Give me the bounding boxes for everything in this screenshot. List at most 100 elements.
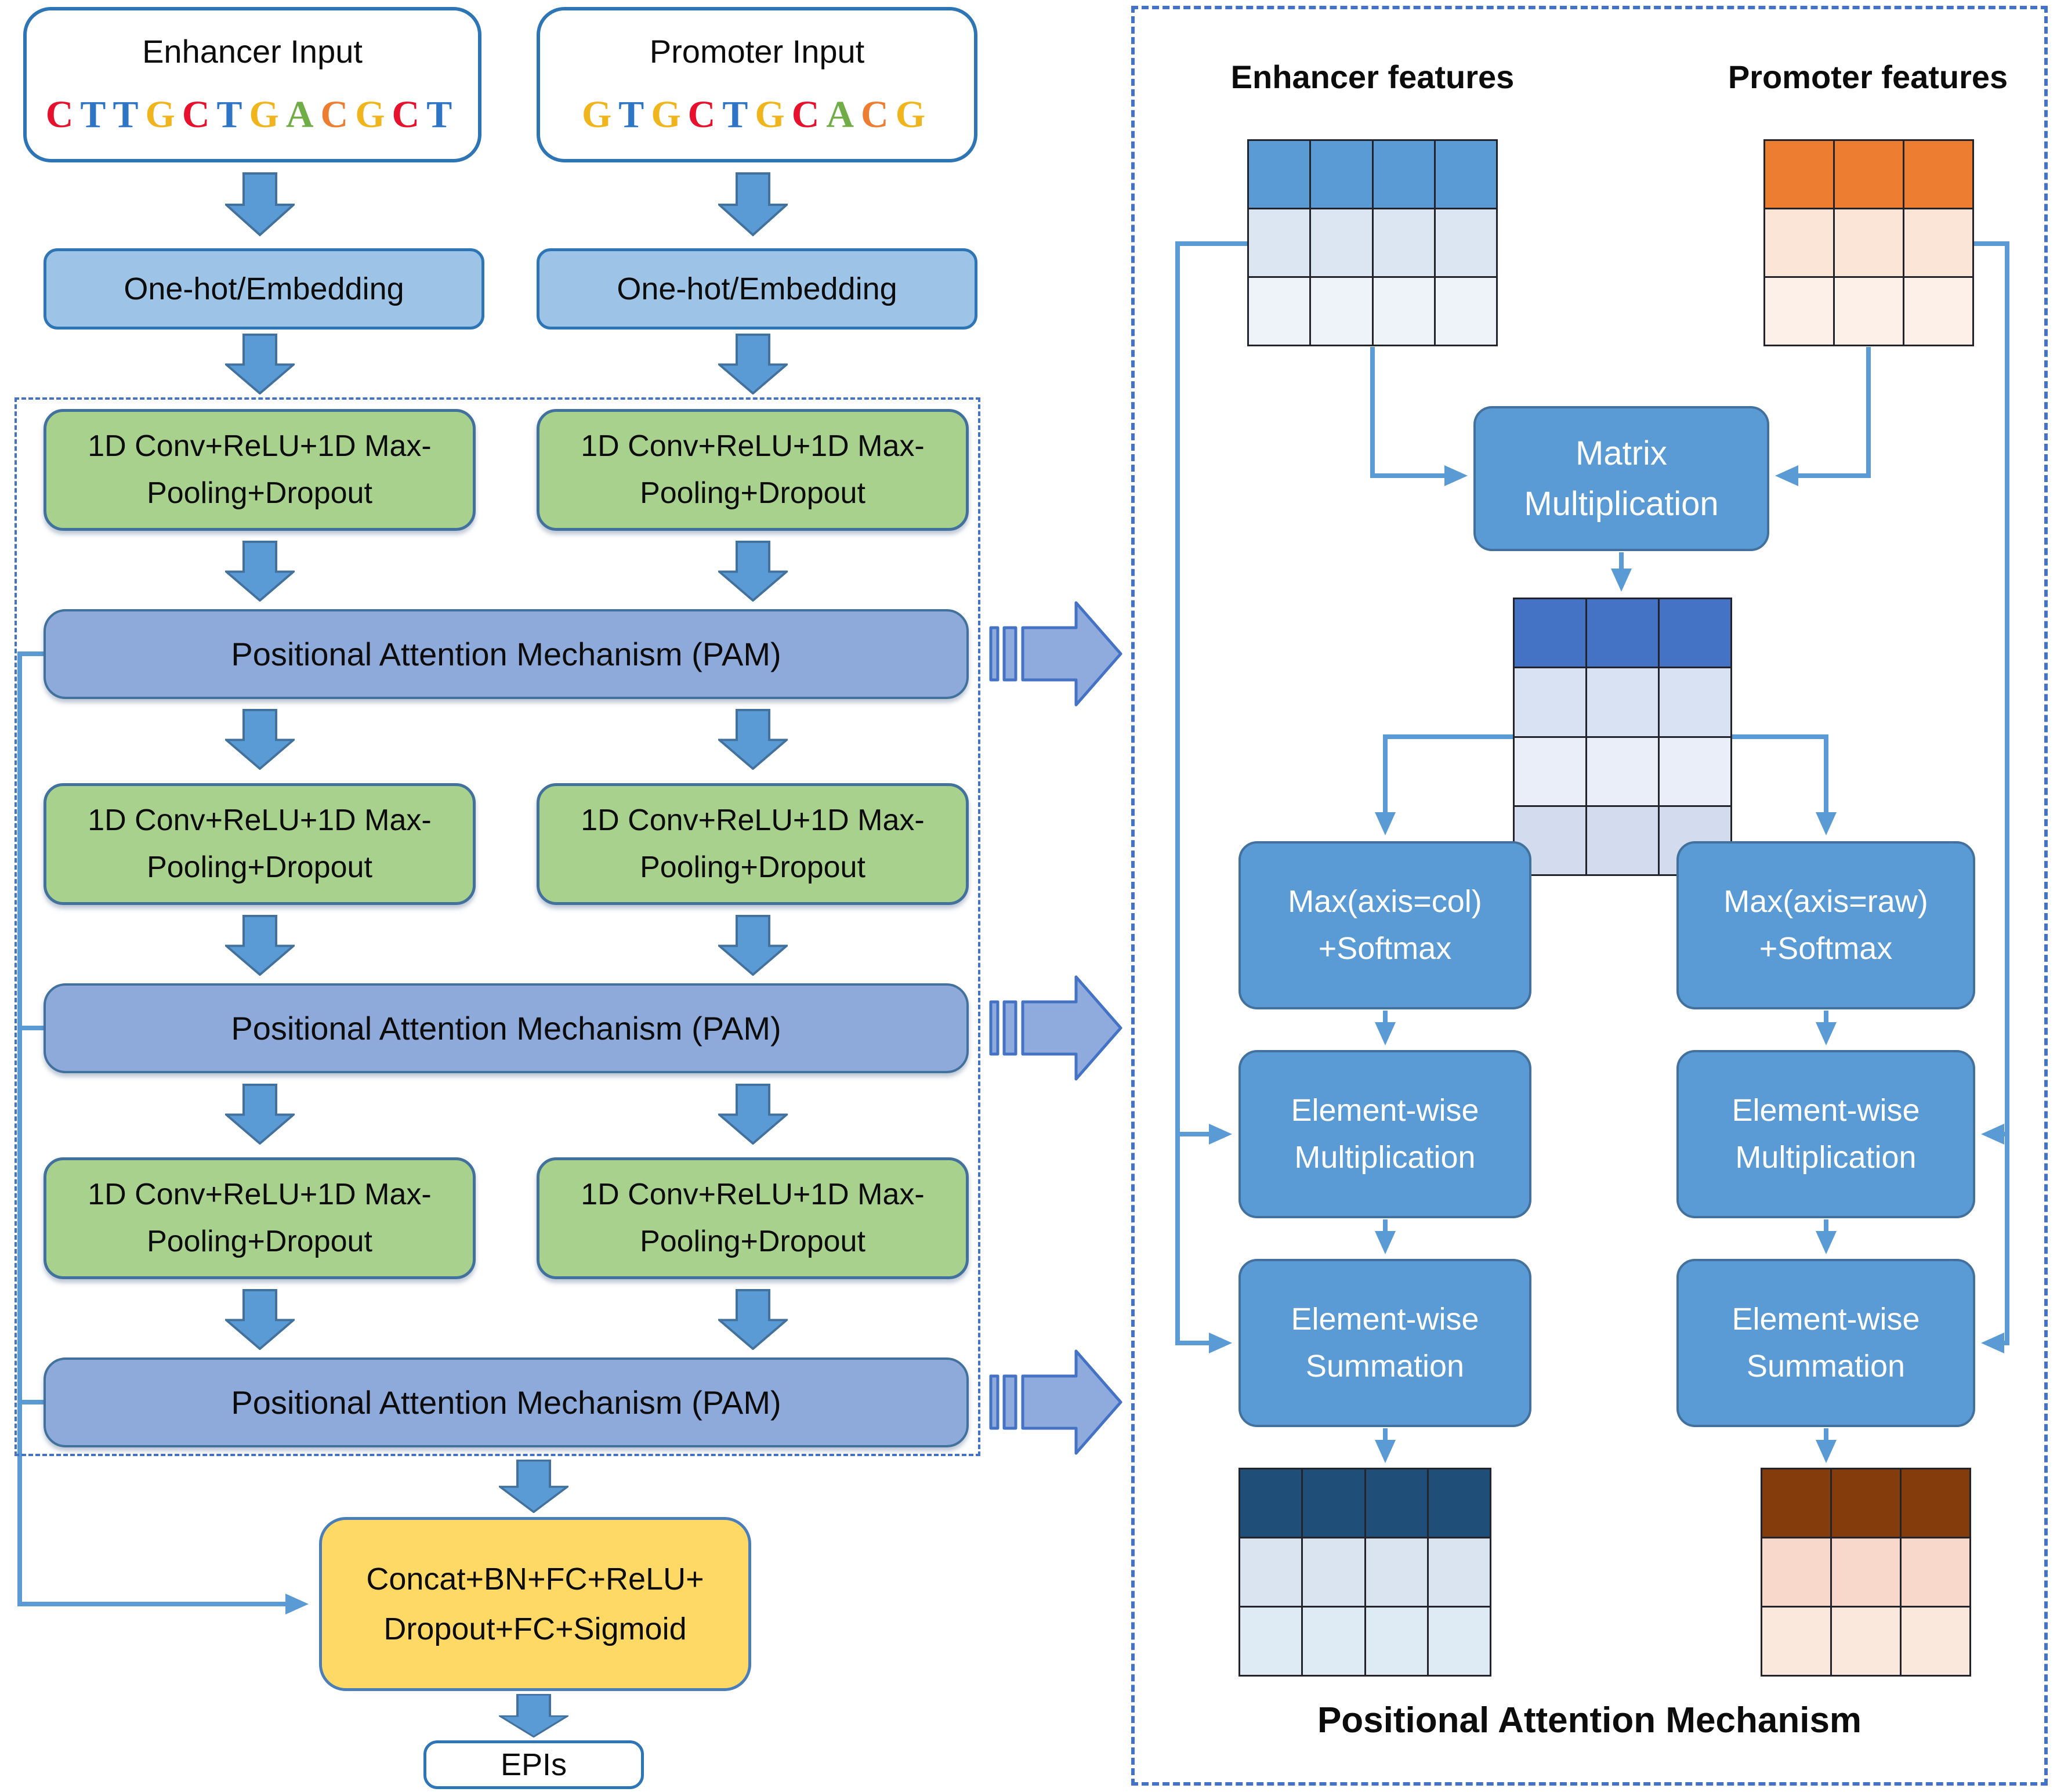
down-arrow-icon (225, 1289, 295, 1350)
down-arrow-icon (225, 334, 295, 394)
promoter-input-box: Promoter Input GTGCTGCACG (537, 7, 977, 162)
sequence-letter: C (320, 93, 356, 136)
sequence-letter: G (581, 93, 619, 136)
sequence-letter: T (216, 93, 249, 136)
elementwise-summation-label: Element-wise Summation (1732, 1302, 1920, 1384)
sequence-letter: T (618, 93, 651, 136)
connector-enhancer-to-matmul (1370, 347, 1468, 486)
enhancer-sequence: CTTGCTGACGCT (46, 93, 459, 137)
grid-cell (1515, 599, 1585, 667)
sequence-letter: C (861, 93, 896, 136)
pam-bar-1: Positional Attention Mechanism (PAM) (44, 609, 969, 699)
grid-cell (1660, 668, 1730, 736)
promoter-conv-box-2: 1D Conv+ReLU+1D Max- Pooling+Dropout (537, 783, 969, 905)
grid-cell (1762, 1469, 1830, 1537)
enhancer-output-grid (1238, 1468, 1491, 1677)
down-arrow-icon (718, 541, 788, 602)
promoter-features-text: Promoter features (1728, 59, 2008, 95)
pam-detail-container (1131, 6, 2048, 1786)
ribbon-arrow-icon (989, 1349, 1122, 1455)
max-axis-raw-box: Max(axis=raw) +Softmax (1676, 841, 1975, 1009)
enhancer-conv-box-1: 1D Conv+ReLU+1D Max- Pooling+Dropout (44, 409, 476, 531)
epis-label: EPIs (500, 1747, 567, 1782)
connector-promoter-rail-to-sum (1981, 1134, 2009, 1353)
grid-cell (1249, 209, 1310, 276)
connector-enhancer-rail-to-sum (1175, 1134, 1232, 1353)
sequence-letter: C (791, 93, 827, 136)
elementwise-multiplication-label: Element-wise Multiplication (1732, 1093, 1920, 1175)
grid-cell (1587, 668, 1658, 736)
sequence-letter: T (426, 93, 459, 136)
grid-cell (1240, 1538, 1302, 1606)
grid-cell (1832, 1608, 1900, 1675)
concat-classifier-box: Concat+BN+FC+ReLU+ Dropout+FC+Sigmoid (319, 1517, 751, 1691)
grid-cell (1765, 141, 1833, 208)
pam-label: Positional Attention Mechanism (PAM) (231, 636, 781, 672)
elementwise-summation-label: Element-wise Summation (1291, 1302, 1479, 1384)
promoter-conv-box-3: 1D Conv+ReLU+1D Max- Pooling+Dropout (537, 1157, 969, 1279)
elementwise-summation-box-left: Element-wise Summation (1238, 1259, 1531, 1427)
enhancer-input-title: Enhancer Input (142, 33, 363, 70)
connector-promoter-rail-to-mult (1974, 241, 2009, 1145)
grid-cell (1904, 141, 1972, 208)
conv-label: 1D Conv+ReLU+1D Max- Pooling+Dropout (581, 803, 925, 884)
ribbon-arrow-icon (989, 601, 1122, 707)
down-arrow-icon (499, 1694, 568, 1737)
sequence-letter: G (755, 93, 792, 136)
pam-bar-3: Positional Attention Mechanism (PAM) (44, 1357, 969, 1447)
grid-cell (1835, 278, 1903, 345)
down-arrow-icon (718, 1084, 788, 1145)
grid-cell (1366, 1469, 1427, 1537)
grid-cell (1660, 599, 1730, 667)
sequence-letter: T (113, 93, 146, 136)
grid-cell (1435, 209, 1496, 276)
elementwise-summation-box-right: Element-wise Summation (1676, 1259, 1975, 1427)
max-axis-col-box: Max(axis=col) +Softmax (1238, 841, 1531, 1009)
sequence-letter: T (80, 93, 113, 136)
grid-cell (1366, 1538, 1427, 1606)
connector-grid-to-max-raw (1732, 734, 1837, 835)
grid-cell (1240, 1469, 1302, 1537)
max-axis-col-label: Max(axis=col) +Softmax (1288, 884, 1482, 966)
grid-cell (1428, 1608, 1490, 1675)
concat-label: Concat+BN+FC+ReLU+ Dropout+FC+Sigmoid (366, 1561, 704, 1646)
elementwise-multiplication-box-left: Element-wise Multiplication (1238, 1050, 1531, 1218)
down-arrow-icon (225, 709, 295, 770)
grid-cell (1515, 737, 1585, 805)
attention-matrix-grid (1513, 598, 1732, 876)
sequence-letter: C (392, 93, 427, 136)
grid-cell (1835, 141, 1903, 208)
down-arrow-icon (225, 915, 295, 976)
grid-cell (1832, 1538, 1900, 1606)
max-axis-raw-label: Max(axis=raw) +Softmax (1723, 884, 1928, 966)
grid-cell (1428, 1469, 1490, 1537)
elementwise-multiplication-box-right: Element-wise Multiplication (1676, 1050, 1975, 1218)
grid-cell (1902, 1538, 1969, 1606)
grid-cell (1660, 737, 1730, 805)
grid-cell (1311, 141, 1372, 208)
promoter-features-grid (1763, 139, 1974, 346)
matrix-multiplication-box: Matrix Multiplication (1473, 406, 1769, 551)
grid-cell (1373, 278, 1434, 345)
grid-cell (1587, 737, 1658, 805)
ribbon-arrow-icon (989, 975, 1122, 1081)
down-arrow-icon (225, 541, 295, 602)
onehot-label: One-hot/Embedding (124, 271, 404, 306)
grid-cell (1832, 1469, 1900, 1537)
promoter-input-title: Promoter Input (649, 33, 865, 70)
sequence-letter: C (45, 93, 81, 136)
sequence-letter: G (651, 93, 688, 136)
grid-cell (1902, 1608, 1969, 1675)
grid-cell (1587, 806, 1658, 874)
promoter-features-label: Promoter features (1682, 58, 2054, 96)
grid-cell (1311, 209, 1372, 276)
grid-cell (1762, 1608, 1830, 1675)
enhancer-features-label: Enhancer features (1187, 58, 1558, 96)
elementwise-multiplication-label: Element-wise Multiplication (1291, 1093, 1479, 1175)
matrix-multiplication-label: Matrix Multiplication (1524, 435, 1719, 523)
sequence-letter: G (145, 93, 182, 136)
grid-cell (1240, 1608, 1302, 1675)
conv-pam-stack-container (15, 397, 980, 1456)
down-arrow-icon (718, 709, 788, 770)
enhancer-features-grid (1247, 139, 1498, 346)
